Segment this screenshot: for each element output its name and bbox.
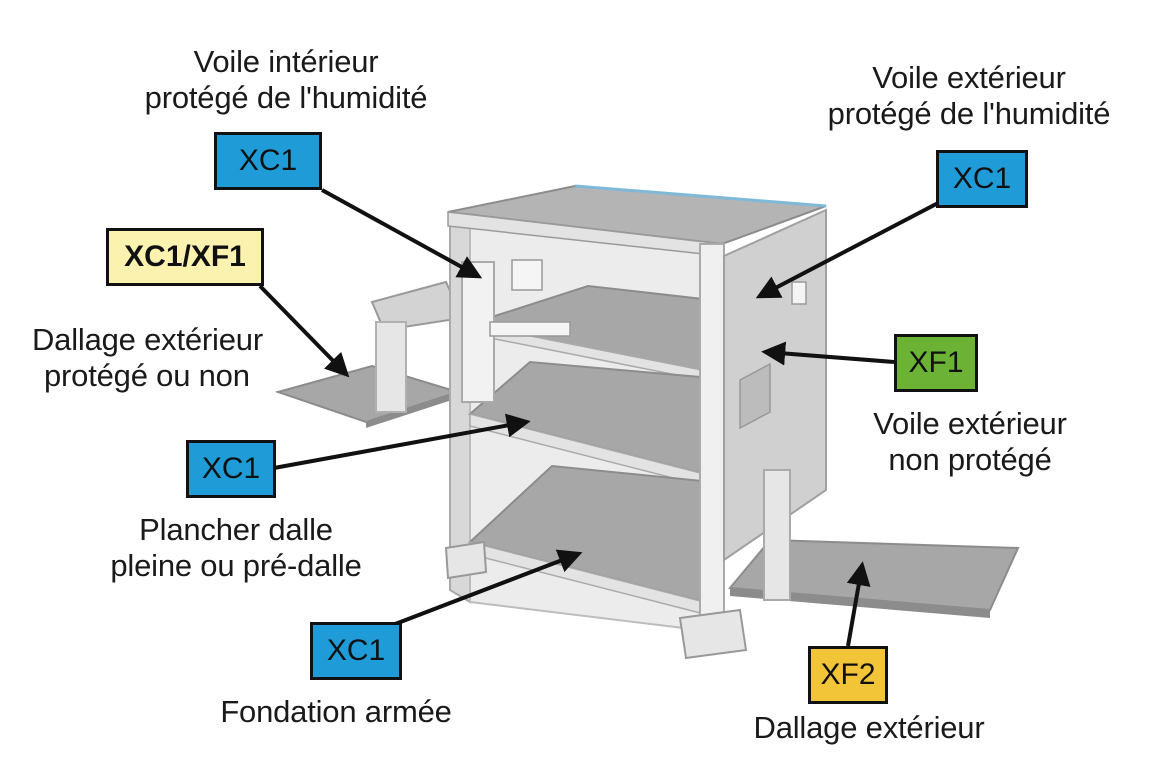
badge-foundation: XC1 — [310, 622, 402, 680]
caption-exterior-wall-unprotected-line2: non protégé — [888, 442, 1052, 477]
badge-exterior-paving: XF2 — [808, 646, 888, 704]
caption-foundation-line1: Fondation armée — [220, 694, 452, 729]
badge-interior-wall: XC1 — [214, 132, 322, 190]
caption-interior-wall: Voile intérieur protégé de l'humidité — [116, 44, 456, 116]
arrow-exterior-paving — [846, 561, 871, 647]
arrow-interior-wall — [321, 188, 483, 279]
arrow-exterior-paving-protected — [258, 284, 350, 378]
caption-floor-slab-line2: pleine ou pré-dalle — [110, 548, 362, 583]
badge-exterior-wall-unprotected: XF1 — [894, 334, 978, 392]
foundation-pad-left — [444, 540, 488, 580]
caption-interior-wall-line1: Voile intérieur — [193, 44, 379, 79]
badge-floor-slab: XC1 — [186, 440, 276, 498]
balcony-railing — [489, 321, 571, 337]
caption-exterior-paving-protected-line2: protégé ou non — [44, 358, 250, 393]
arrow-floor-slab — [273, 413, 531, 470]
caption-exterior-paving-protected-line1: Dallage extérieur — [32, 322, 263, 357]
caption-interior-wall-line2: protégé de l'humidité — [144, 80, 428, 115]
interior-window — [511, 259, 543, 291]
caption-exterior-wall-protected-line2: protégé de l'humidité — [827, 96, 1111, 131]
exterior-paving-right-edge — [730, 588, 990, 618]
right-face-opening — [739, 362, 771, 430]
caption-floor-slab-line1: Plancher dalle — [139, 512, 333, 547]
caption-floor-slab: Plancher dalle pleine ou pré-dalle — [76, 512, 396, 584]
badge-exterior-wall-protected: XC1 — [936, 150, 1028, 208]
caption-exterior-paving-line1: Dallage extérieur — [753, 710, 985, 745]
caption-exterior-paving-protected: Dallage extérieur protégé ou non — [32, 322, 332, 394]
interior-wall-block — [461, 261, 495, 403]
right-face-window — [791, 281, 807, 305]
front-right-column — [699, 243, 725, 633]
cantilever-column — [375, 321, 407, 413]
caption-exterior-wall-protected: Voile extérieur protégé de l'humidité — [796, 60, 1142, 132]
arrow-foundation — [389, 549, 583, 628]
caption-exterior-wall-protected-line1: Voile extérieur — [872, 60, 1066, 95]
right-pier — [763, 469, 791, 601]
arrow-exterior-wall-protected — [755, 200, 941, 299]
caption-exterior-wall-unprotected: Voile extérieur non protégé — [846, 406, 1094, 478]
caption-foundation: Fondation armée — [186, 694, 486, 730]
roof-parapet — [574, 184, 827, 208]
badge-exterior-paving-protected: XC1/XF1 — [106, 228, 264, 286]
caption-exterior-wall-unprotected-line1: Voile extérieur — [873, 406, 1067, 441]
foundation-pad-front — [678, 608, 748, 660]
exterior-paving-left-edge — [366, 392, 458, 428]
arrow-exterior-wall-unprotected — [761, 341, 895, 366]
caption-exterior-paving: Dallage extérieur — [724, 710, 1014, 746]
